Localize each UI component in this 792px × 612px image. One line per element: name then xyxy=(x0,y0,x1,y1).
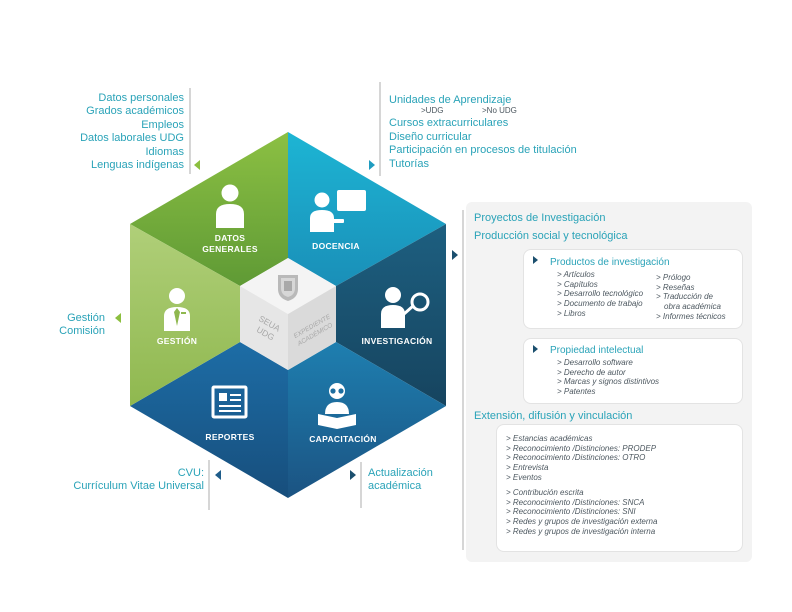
list-item: > Desarrollo software xyxy=(557,358,633,367)
list-item: > Capítulos xyxy=(557,279,598,289)
divider xyxy=(379,82,381,176)
gestion-list: Gestión Comisión xyxy=(59,312,105,339)
list-item: obra académica xyxy=(664,302,721,312)
list-item: > Reconocimiento /Distinciones: PRODEP xyxy=(506,443,657,453)
extension-title: Extensión, difusión y vinculación xyxy=(474,410,633,422)
list-item: > Reconocimiento /Distinciones: SNCA xyxy=(506,497,645,507)
list-item: > Documento de trabajo xyxy=(557,299,643,309)
arrow-right-icon xyxy=(533,345,538,353)
list-item: > Contribución escrita xyxy=(506,488,584,497)
list-item: > Libros xyxy=(557,308,586,318)
list-item: Gestión xyxy=(67,312,105,324)
list-item: Empleos xyxy=(141,118,184,131)
sub-item-no-udg: >No UDG xyxy=(482,106,517,116)
arrow-right-icon xyxy=(350,470,356,480)
list-item: > Reconocimiento /Distinciones: OTRO xyxy=(506,453,646,463)
heading-produccion: Producción social y tecnológica xyxy=(474,230,628,242)
divider xyxy=(462,210,464,550)
arrow-right-icon xyxy=(369,160,375,170)
list-item: Idiomas xyxy=(145,145,184,158)
teacher-board-icon xyxy=(310,190,366,232)
list-item: > Informes técnicos xyxy=(656,311,726,321)
list-item: > Patentes xyxy=(557,387,596,397)
propiedad-box xyxy=(523,338,743,404)
list-item: > Entrevista xyxy=(506,463,549,473)
list-item: Datos laborales UDG xyxy=(80,132,184,145)
productos-col2: > Prólogo > Reseñas > Traducción de obra… xyxy=(656,273,726,322)
list-item: Comisión xyxy=(59,325,105,338)
list-item: CVU: xyxy=(177,467,204,479)
capacitacion-list: Actualización académica xyxy=(368,467,433,494)
list-item: académica xyxy=(368,480,422,493)
arrow-left-icon xyxy=(215,470,221,480)
datos-generales-list: Datos personales Grados académicos Emple… xyxy=(80,92,184,172)
list-item: > Derecho de autor xyxy=(557,367,626,377)
manager-icon xyxy=(164,288,190,331)
sector-docencia[interactable] xyxy=(288,132,446,286)
label-investigacion: INVESTIGACIÓN xyxy=(362,335,433,346)
list-item: > Prólogo xyxy=(656,273,691,282)
list-item: > Desarrollo tecnológico xyxy=(557,289,644,299)
list-item: Diseño curricular xyxy=(389,130,472,143)
arrow-left-icon xyxy=(194,160,200,170)
divider xyxy=(208,460,210,510)
list-item: Participación en procesos de titulación xyxy=(389,144,577,157)
sector-datos-generales[interactable] xyxy=(130,132,288,286)
list-item: Unidades de Aprendizaje xyxy=(389,94,512,106)
crest-icon xyxy=(278,275,298,301)
list-item: > Reconocimiento /Distinciones: SNI xyxy=(506,507,636,517)
label-docencia: DOCENCIA xyxy=(312,241,360,251)
list-item: > Artículos xyxy=(557,270,595,279)
list-item: Currículum Vitae Universal xyxy=(73,480,204,493)
label-datos: DATOS xyxy=(215,233,245,243)
reportes-list: CVU: Currículum Vitae Universal xyxy=(73,467,204,494)
reader-book-icon xyxy=(318,383,356,429)
list-item: Tutorías xyxy=(389,157,429,170)
heading-proyectos: Proyectos de Investigación xyxy=(474,212,606,224)
arrow-right-icon xyxy=(452,250,458,260)
productos-box xyxy=(523,249,743,329)
extension-group1: > Estancias académicas > Reconocimiento … xyxy=(506,434,656,483)
list-item: Cursos extracurriculares xyxy=(389,117,509,130)
sector-reportes[interactable] xyxy=(130,342,288,498)
list-item: > Reseñas xyxy=(656,282,695,292)
extension-box xyxy=(496,424,743,552)
list-item: > Redes y grupos de investigación intern… xyxy=(506,526,656,536)
arrow-left-icon xyxy=(115,313,121,323)
propiedad-title: Propiedad intelectual xyxy=(550,345,644,356)
report-document-icon xyxy=(211,385,248,419)
list-item: Grados académicos xyxy=(86,105,184,118)
list-item: Lenguas indígenas xyxy=(91,159,184,172)
researcher-magnifier-icon xyxy=(381,287,430,328)
propiedad-list: > Desarrollo software > Derecho de autor… xyxy=(557,358,659,397)
productos-col1: > Artículos > Capítulos > Desarrollo tec… xyxy=(557,270,643,319)
center-cube-right xyxy=(288,286,336,370)
list-item: > Marcas y signos distintivos xyxy=(557,377,660,387)
sector-capacitacion[interactable] xyxy=(288,342,446,498)
list-item: Actualización xyxy=(368,467,433,479)
extension-group2: > Contribución escrita > Reconocimiento … xyxy=(506,488,657,537)
docencia-list: Unidades de Aprendizaje >UDG >No UDG Cur… xyxy=(389,94,577,171)
arrow-right-icon xyxy=(533,256,538,264)
list-item: > Redes y grupos de investigación extern… xyxy=(506,517,658,527)
divider xyxy=(189,88,191,174)
label-reportes: REPORTES xyxy=(205,432,254,442)
divider xyxy=(360,462,362,508)
list-item: > Eventos xyxy=(506,472,542,482)
productos-title: Productos de investigación xyxy=(550,257,670,268)
list-item: > Traducción de xyxy=(656,292,713,302)
sub-item-udg: >UDG xyxy=(421,106,444,116)
label-capacitacion: CAPACITACIÓN xyxy=(309,433,377,444)
person-icon xyxy=(216,184,244,228)
center-cube-left xyxy=(240,286,288,370)
list-item: > Estancias académicas xyxy=(506,434,593,443)
list-item: Datos personales xyxy=(98,92,184,104)
label-generales: GENERALES xyxy=(202,244,258,254)
label-gestion: GESTIÓN xyxy=(157,335,197,346)
